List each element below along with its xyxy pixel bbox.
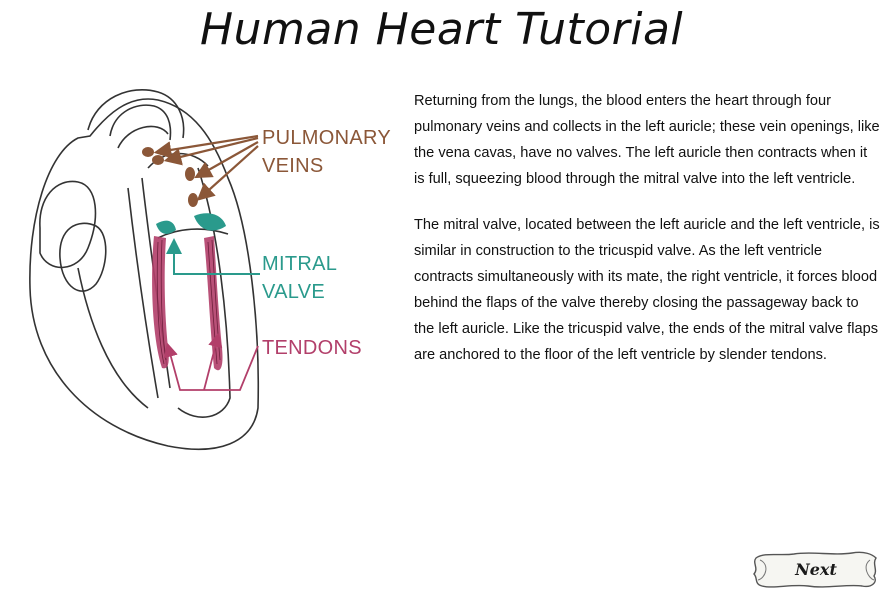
tutorial-text: Returning from the lungs, the blood ente… [414, 88, 880, 388]
mitral-valve-label: MITRAL VALVE [262, 250, 337, 306]
vein-openings [142, 147, 198, 207]
tendons-label: TENDONS [262, 334, 362, 362]
next-button[interactable]: Next [750, 548, 882, 592]
paragraph-pulmonary-veins: Returning from the lungs, the blood ente… [414, 88, 880, 192]
page-title: Human Heart Tutorial [200, 4, 683, 55]
paragraph-mitral-valve: The mitral valve, located between the le… [414, 212, 880, 368]
vein-pointers [158, 136, 258, 198]
next-button-label: Next [750, 548, 882, 592]
pulmonary-veins-label: PULMONARY VEINS [262, 124, 391, 180]
heart-outline [30, 90, 258, 449]
